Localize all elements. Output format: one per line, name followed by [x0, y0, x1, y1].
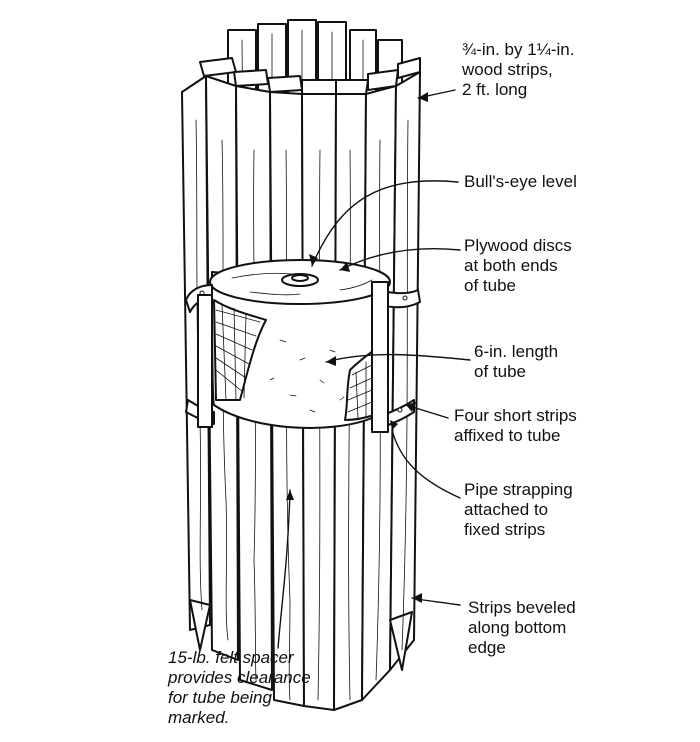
label-wood-strips: ¾-in. by 1¼-in. wood strips, 2 ft. long: [462, 40, 575, 99]
label-bulls-eye-level: Bull's-eye level: [464, 172, 577, 191]
short-strips: [197, 281, 389, 433]
label-short-strips: Four short strips affixed to tube: [454, 406, 577, 445]
label-plywood-discs: Plywood discs at both ends of tube: [464, 236, 572, 295]
beveled-tips: [189, 599, 413, 671]
leader-arrowheads: [286, 92, 428, 603]
leader-lines: [277, 89, 471, 649]
bulls-eye-level: [281, 273, 319, 287]
label-felt-spacer: 15-lb. felt spacer provides clearance fo…: [168, 648, 311, 727]
label-pipe-strapping: Pipe strapping attached to fixed strips: [464, 480, 573, 539]
tube-body: [211, 271, 375, 429]
wood-grain: [195, 119, 409, 701]
strip-end-faces: [199, 57, 421, 95]
label-strips-beveled: Strips beveled along bottom edge: [468, 598, 576, 657]
label-tube-length: 6-in. length of tube: [474, 342, 559, 381]
